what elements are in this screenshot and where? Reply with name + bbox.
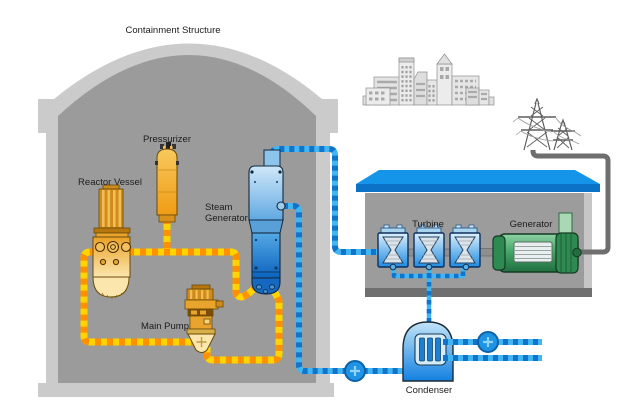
- containment-floor: [38, 383, 334, 397]
- generator-icon: [492, 212, 582, 274]
- pressurizer-icon: [155, 142, 179, 223]
- main-pump-icon: [184, 284, 224, 353]
- primary-coolant-loop-pipe: [80, 218, 283, 364]
- label-pressurizer: Pressurizer: [143, 134, 191, 145]
- turbine-icon-2: [413, 224, 445, 271]
- generator-exhaust-stack: [558, 212, 573, 236]
- condenser-icon: [402, 321, 454, 382]
- roof-top-face: [356, 170, 600, 184]
- turbine-shaft: [443, 248, 451, 257]
- exhaust-pipe-dash: [391, 264, 466, 325]
- containment-interior: [58, 55, 316, 385]
- turbine-building-base: [365, 288, 592, 297]
- cooling-pump-icon: [477, 331, 499, 353]
- primary-pipe-dash: [80, 218, 283, 364]
- label-reactor-vessel: Reactor Vessel: [78, 177, 142, 188]
- diagram-labels: Containment Structure Pressurizer Reacto…: [78, 25, 552, 396]
- power-line: [530, 148, 611, 255]
- cooling-pipe-dash: [443, 339, 542, 361]
- label-main-pump: Main Pump: [141, 321, 189, 332]
- label-steam-generator-line1: Steam: [205, 202, 233, 213]
- turbine-building-side: [584, 193, 592, 297]
- transmission-towers-icon: [512, 97, 582, 151]
- reactor-vessel-icon: [92, 184, 132, 299]
- label-generator: Generator: [510, 219, 553, 230]
- turbine-icon-3: [449, 224, 481, 271]
- turbine-shaft: [407, 248, 415, 257]
- steam-generator-icon: [248, 149, 286, 295]
- roof-front-face: [356, 184, 600, 192]
- turbine-icon-1: [377, 224, 409, 271]
- label-condenser: Condenser: [406, 385, 452, 396]
- turbine-stages: [377, 224, 495, 271]
- feedwater-pump-icon: [344, 360, 366, 382]
- city-skyline-icon: [362, 53, 495, 106]
- power-catenary-wires: [512, 117, 582, 145]
- label-turbine: Turbine: [412, 219, 444, 230]
- turbine-generator-shaft: [479, 248, 495, 257]
- label-steam-generator-line2: Generator: [205, 213, 248, 224]
- label-containment-structure: Containment Structure: [125, 25, 220, 36]
- containment-structure: [38, 43, 338, 397]
